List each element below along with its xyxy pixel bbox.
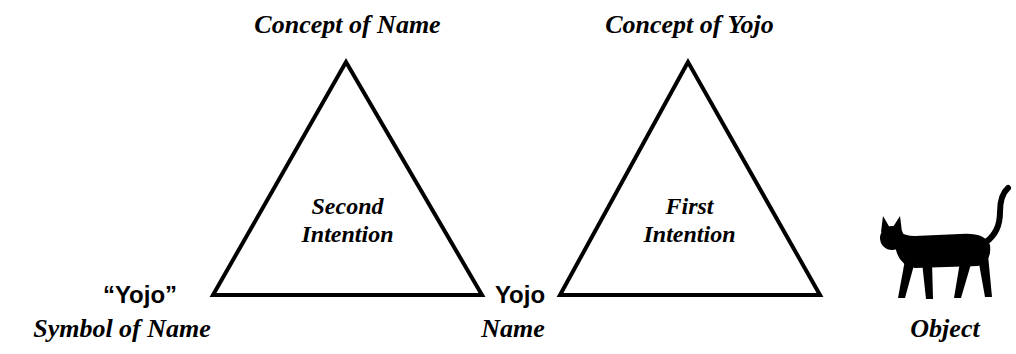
- caption-text: Object: [910, 314, 979, 344]
- triangle-node: Concept of NameSecond Intention: [205, 10, 490, 310]
- symbol-text: “Yojo”: [103, 281, 177, 309]
- triangle-outline: [547, 10, 832, 310]
- concept-heading: Concept of Yojo: [547, 10, 832, 40]
- triangle-outline: [205, 10, 490, 310]
- caption-text: Name: [481, 314, 545, 344]
- intention-text: Second Intention: [283, 192, 413, 248]
- caption-text: Symbol of Name: [33, 314, 211, 344]
- concept-heading: Concept of Name: [205, 10, 490, 40]
- triangle-node: Concept of YojoFirst Intention: [547, 10, 832, 310]
- name-text: Yojo: [495, 281, 545, 309]
- intention-text: First Intention: [625, 192, 755, 248]
